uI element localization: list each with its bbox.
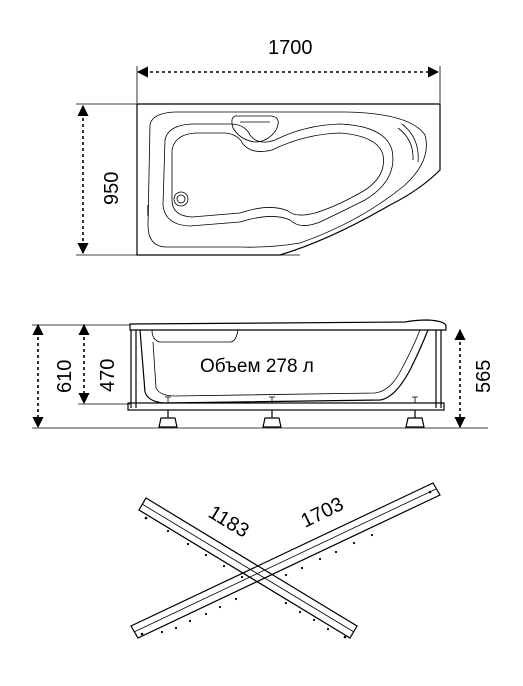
total-height-label: 610	[54, 360, 76, 393]
bathtub-outline	[136, 103, 441, 256]
handle-arc	[401, 123, 419, 163]
handle-arc-2	[397, 127, 414, 161]
leg-3	[405, 396, 425, 428]
frame-base	[127, 402, 445, 411]
headrest	[231, 115, 279, 143]
tub-body-inner	[151, 329, 239, 343]
leg-2	[262, 396, 282, 428]
length-label: 1700	[268, 37, 313, 59]
width-label: 950	[101, 172, 123, 205]
short-bar-label: 1183	[204, 501, 252, 542]
drain-icon	[173, 191, 189, 207]
tub-rim	[129, 319, 447, 331]
bar-holes	[140, 490, 432, 639]
bathtub-rim	[147, 111, 427, 248]
leg-height-label: 565	[473, 360, 495, 393]
bathtub-bowl-inner	[171, 132, 384, 218]
frame-bars: 1183 1703	[130, 482, 441, 639]
side-view: 610 470 565	[32, 319, 495, 429]
bathtub-bowl	[162, 123, 394, 227]
tub-depth-label: 470	[97, 359, 119, 392]
top-view: 1700 950	[76, 37, 441, 256]
leg-1	[158, 396, 178, 428]
drain-icon-inner	[176, 194, 186, 204]
tub-body	[139, 329, 429, 404]
frame-bar-short	[138, 497, 358, 639]
frame-bar-long	[130, 482, 441, 639]
tub-seat	[152, 329, 421, 397]
volume-label: Объем 278 л	[200, 356, 314, 377]
